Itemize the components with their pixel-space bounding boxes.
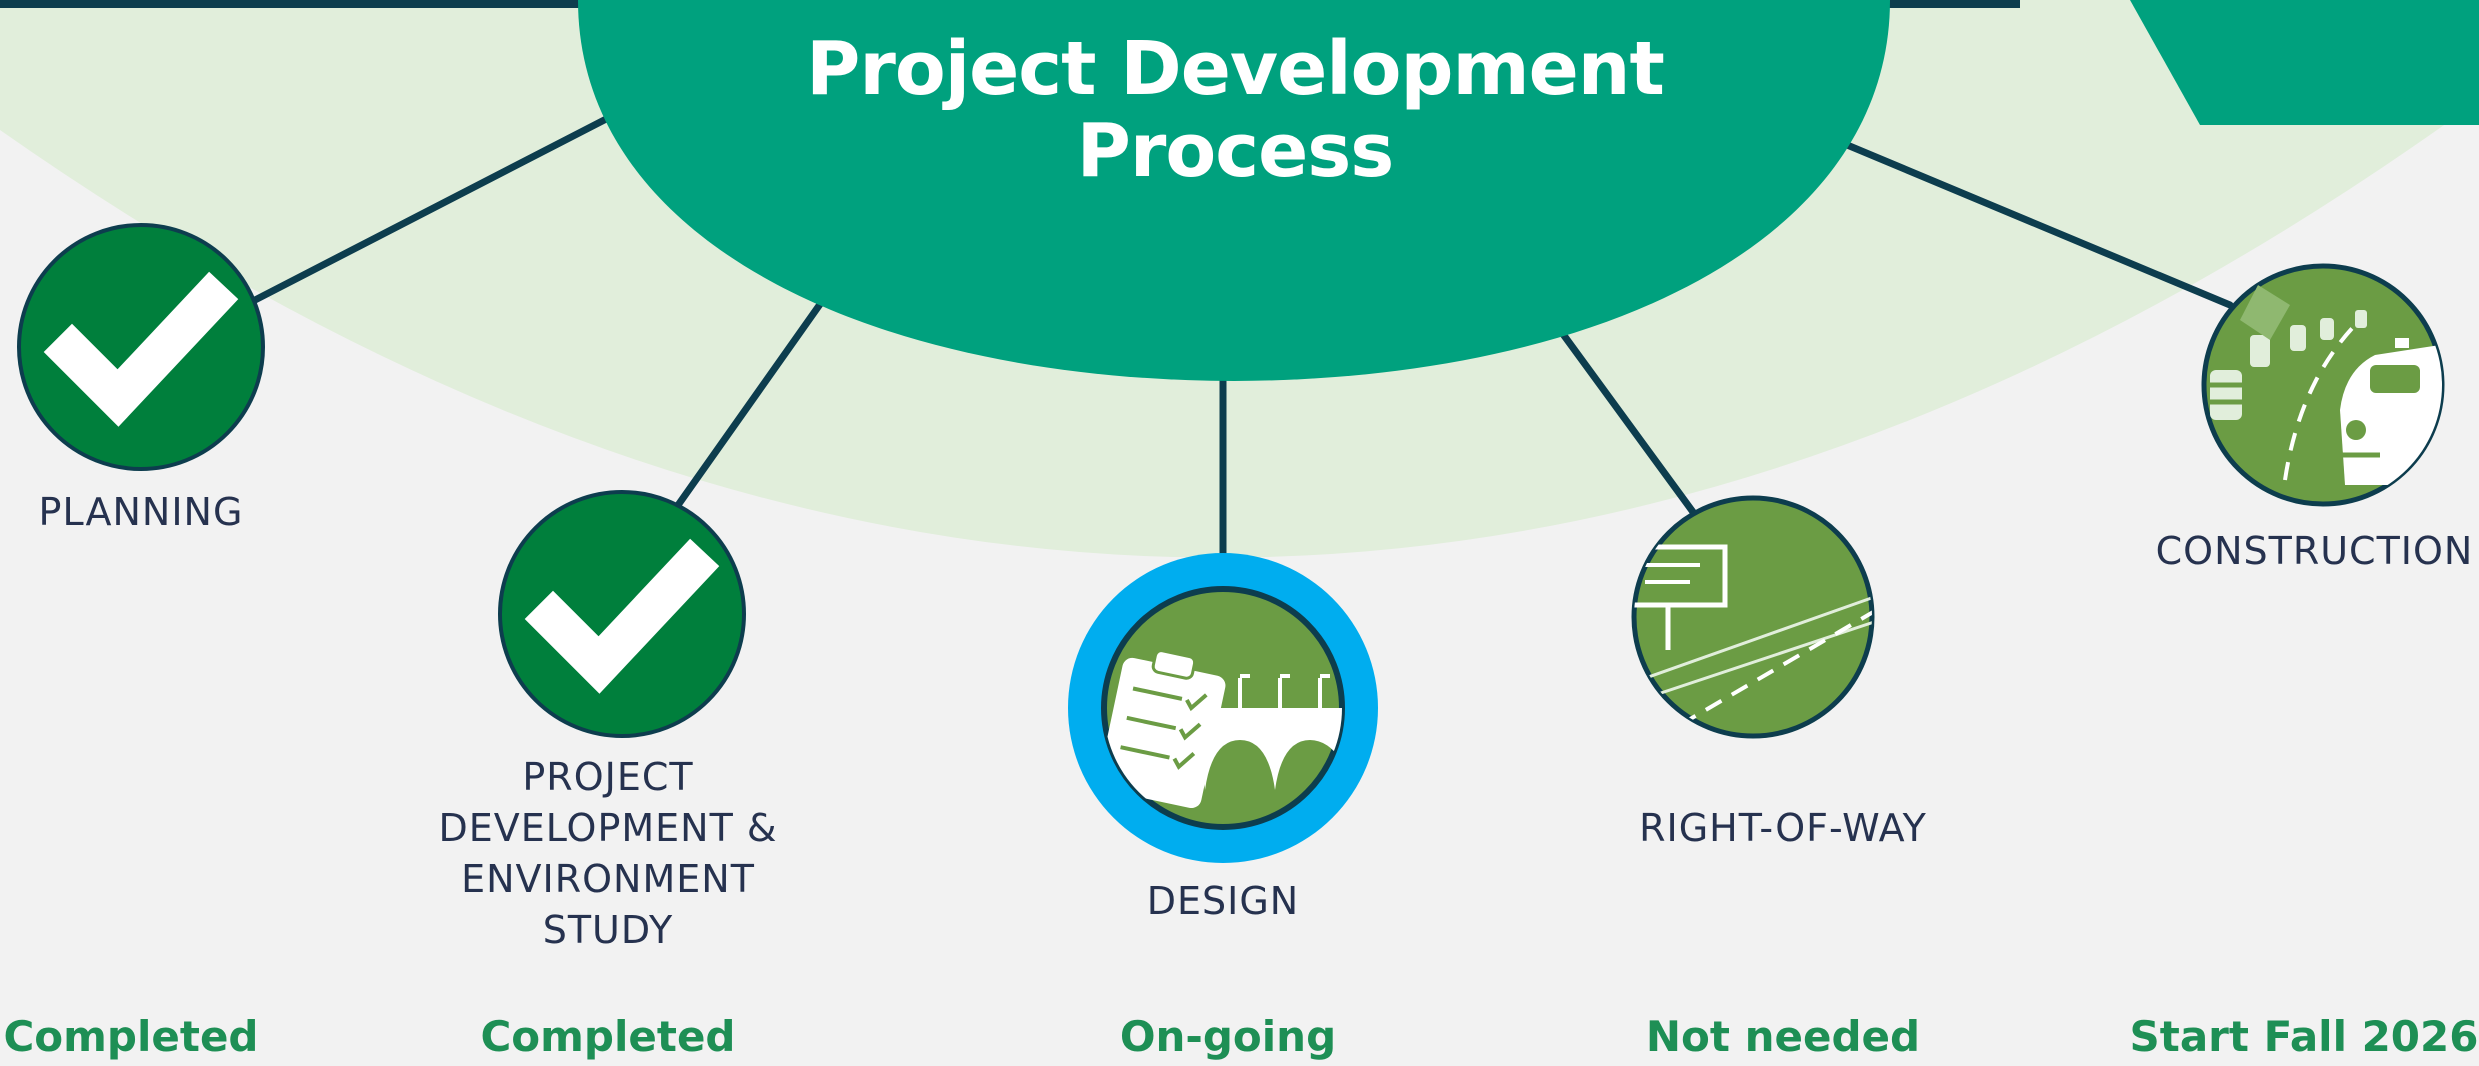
clipboard-bridge-icon	[1104, 649, 1342, 809]
stage-label-line: DEVELOPMENT &	[438, 806, 778, 850]
status-right-of-way: Not needed	[1645, 1012, 1921, 1061]
stage-planning	[17, 223, 265, 471]
stage-label-design: DESIGN	[1146, 879, 1300, 923]
checkmark-icon	[43, 271, 239, 427]
stage-label-line: ENVIRONMENT	[461, 857, 755, 901]
stage-label-planning: PLANNING	[38, 490, 244, 534]
connector-planning	[251, 112, 616, 304]
stage-label-construction: CONSTRUCTION	[2155, 529, 2474, 573]
title-line-2: Process	[1076, 108, 1395, 194]
status-planning: Completed	[3, 1012, 259, 1061]
checkmark-icon	[524, 538, 720, 694]
status-design: On-going	[1119, 1012, 1337, 1061]
stage-label-pd-study: PROJECT DEVELOPMENT & ENVIRONMENT STUDY	[408, 752, 808, 956]
page-title: Project Development Process	[580, 28, 1890, 192]
stage-design	[1068, 553, 1378, 863]
road-sign-icon	[1634, 544, 1872, 727]
stage-label-line: PROJECT	[522, 755, 694, 799]
stage-right-of-way	[1631, 495, 1875, 739]
stage-construction	[2201, 263, 2445, 507]
connector-right-of-way	[1556, 326, 1697, 516]
stage-pd-study	[498, 490, 746, 738]
stage-label-right-of-way: RIGHT-OF-WAY	[1639, 806, 1927, 850]
status-pd-study: Completed	[480, 1012, 736, 1061]
status-construction: Start Fall 2026	[2129, 1012, 2479, 1061]
title-line-1: Project Development	[806, 26, 1665, 112]
connector-construction	[1836, 138, 2234, 309]
connector-pd-study	[672, 296, 827, 512]
construction-car-icon	[2210, 285, 2442, 485]
stage-label-line: STUDY	[542, 908, 674, 952]
title-hub	[578, 0, 1890, 381]
top-right-banner	[2130, 0, 2479, 125]
stage-circle-right-of-way	[1631, 495, 1875, 739]
